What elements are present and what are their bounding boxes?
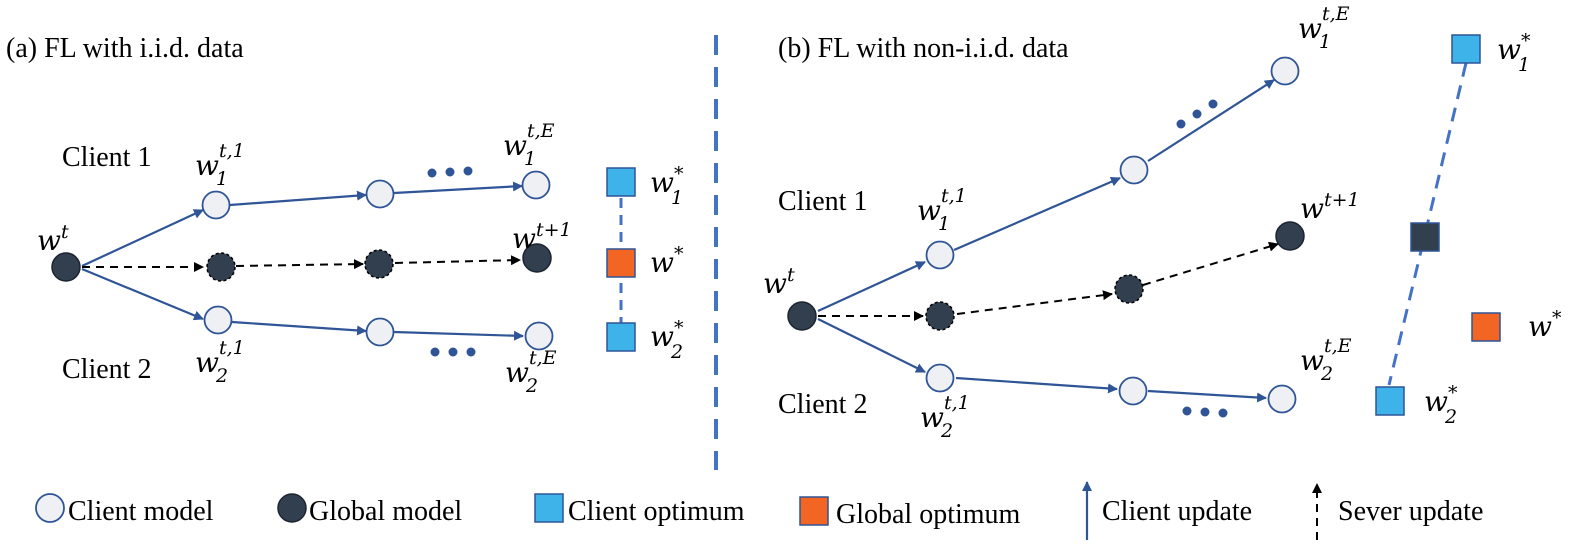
a-label-w-star: w*	[650, 243, 684, 279]
b-client2-model-E	[1267, 384, 1297, 414]
a-client2-model-2	[365, 317, 395, 347]
a-client2-update-2	[231, 320, 367, 336]
a-client2-update-1	[81, 267, 204, 321]
b-server-update-2	[956, 290, 1113, 315]
b-global-model-start	[787, 301, 817, 331]
b-client2-optimum	[1375, 386, 1405, 416]
legend-client-optimum-label: Client optimum	[568, 496, 745, 527]
a-client2-model-1	[203, 305, 233, 335]
legend-global-optimum-icon	[799, 496, 829, 526]
legend-global-model-icon	[277, 493, 307, 523]
a-client1-update-2	[229, 190, 367, 207]
legend: Client model Global model Client optimum…	[35, 481, 1483, 540]
a-label-w2-star: w*2	[650, 317, 684, 363]
panel-b-client1-label: Client 1	[778, 186, 867, 217]
b-label-w1-star: w*1	[1497, 30, 1531, 76]
b-client1-model-E	[1270, 56, 1300, 86]
legend-global-optimum-label: Global optimum	[836, 499, 1021, 530]
panel-a-client2-label: Client 2	[62, 354, 151, 385]
legend-server-update-label: Sever update	[1338, 496, 1483, 527]
b-global-model-next	[1275, 221, 1305, 251]
b-client2-update-3	[1147, 389, 1267, 403]
b-label-wt1: wt+1	[1300, 189, 1360, 225]
a-client1-model-E	[521, 170, 551, 200]
a-client2-update-3	[393, 330, 524, 341]
legend-client-optimum-icon	[534, 493, 564, 523]
a-global-model-2	[364, 249, 394, 279]
legend-client-model-icon	[35, 493, 65, 523]
b-client1-model-2	[1119, 155, 1149, 185]
b-global-model-2	[1114, 274, 1144, 304]
a-label-wt: wt	[37, 221, 69, 257]
b-averaged-model	[1410, 222, 1440, 252]
b-client2-model-2	[1118, 376, 1148, 406]
a-server-update-3	[394, 255, 521, 266]
legend-global-model-label: Global model	[309, 496, 462, 527]
a-client1-update-1	[81, 209, 204, 267]
b-client2-update-2	[955, 376, 1118, 394]
a-global-model-1	[206, 252, 236, 282]
a-global-optimum	[606, 248, 636, 278]
b-server-update-3	[1142, 241, 1279, 286]
a-label-wt1: wt+1	[512, 219, 572, 255]
b-ellipsis-bottom	[1182, 406, 1228, 418]
a-client1-model-2	[365, 179, 395, 209]
a-client1-optimum	[606, 167, 636, 197]
b-global-model-1	[925, 301, 955, 331]
b-global-optimum	[1471, 312, 1501, 342]
b-ellipsis-top	[1176, 99, 1218, 129]
a-global-model-next	[522, 243, 552, 273]
a-client1-model-1	[201, 190, 231, 220]
a-global-model-start	[51, 252, 81, 282]
b-label-w2-star: w*2	[1424, 382, 1458, 428]
b-label-w-star: w*	[1528, 307, 1562, 343]
b-client1-optimum	[1451, 34, 1481, 64]
b-client1-model-1	[925, 240, 955, 270]
a-client2-optimum	[606, 322, 636, 352]
b-client2-model-1	[925, 363, 955, 393]
a-label-w1-star: w*1	[650, 163, 684, 209]
panel-a-client1-label: Client 1	[62, 142, 151, 173]
panel-b-title: (b) FL with non-i.i.d. data	[778, 33, 1069, 64]
b-client1-update-1	[817, 260, 926, 313]
legend-client-update-label: Client update	[1102, 496, 1252, 527]
panel-b: (b) FL with non-i.i.d. data Client 1 Cli…	[763, 3, 1562, 442]
legend-client-model-label: Client model	[68, 496, 214, 527]
panel-b-client2-label: Client 2	[778, 389, 867, 420]
a-server-update-2	[235, 259, 364, 270]
b-client1-update-2	[953, 176, 1121, 252]
a-client2-model-E	[524, 321, 554, 351]
panel-a: (a) FL with i.i.d. data Client 1 Client …	[6, 33, 684, 397]
b-client1-update-3	[1147, 79, 1275, 162]
a-client1-update-3	[393, 181, 523, 195]
panel-a-title: (a) FL with i.i.d. data	[6, 33, 244, 64]
b-label-wt: wt	[763, 264, 795, 300]
a-ellipsis-bottom	[430, 347, 476, 357]
b-client2-update-1	[817, 318, 926, 373]
a-ellipsis-top	[427, 166, 473, 178]
